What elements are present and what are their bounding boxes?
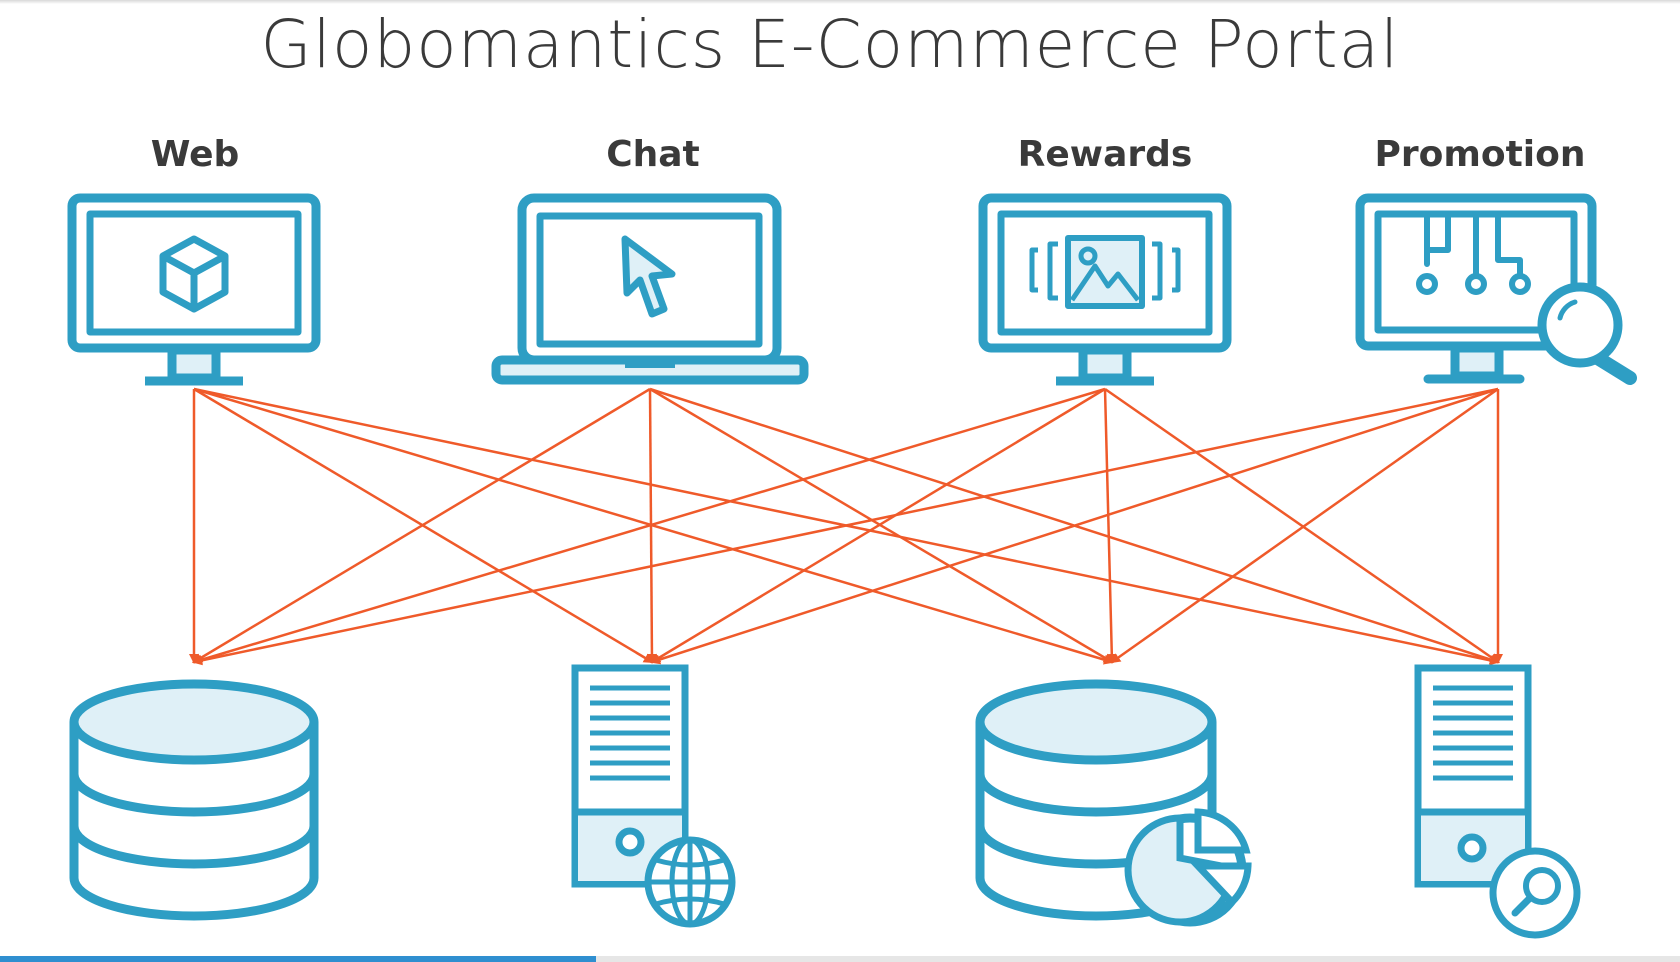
web-server-globe-icon: [571, 664, 736, 928]
client-label-rewards: Rewards: [1017, 134, 1193, 175]
connection-4-to-3: [1110, 387, 1499, 664]
connection-lines: [189, 387, 1503, 666]
connection-3-to-1: [192, 387, 1106, 665]
monitor-network-search-icon: [1355, 193, 1637, 385]
video-progress-fill: [0, 956, 597, 962]
connection-4-to-2: [650, 387, 1499, 665]
client-label-promotion: Promotion: [1374, 134, 1586, 175]
monitor-cube-icon: [67, 193, 321, 386]
page-title: Globomantics E-Commerce Portal: [260, 6, 1400, 83]
laptop-cursor-icon: [491, 193, 809, 385]
client-label-web: Web: [150, 134, 240, 175]
database-icon: [69, 679, 319, 921]
monitor-image-icon: [978, 193, 1232, 386]
client-label-chat: Chat: [606, 134, 700, 175]
connection-4-to-1: [192, 387, 1499, 666]
connection-2-to-3: [649, 387, 1114, 664]
video-progress-bar[interactable]: [0, 956, 1680, 962]
database-pie-chart-icon: [975, 679, 1252, 927]
connection-3-to-2: [650, 387, 1106, 664]
server-search-icon: [1414, 664, 1581, 939]
connection-2-to-1: [192, 387, 651, 664]
top-shadow: [0, 0, 1680, 4]
connection-3-to-3: [1103, 388, 1117, 664]
connection-3-to-4: [1104, 387, 1500, 664]
